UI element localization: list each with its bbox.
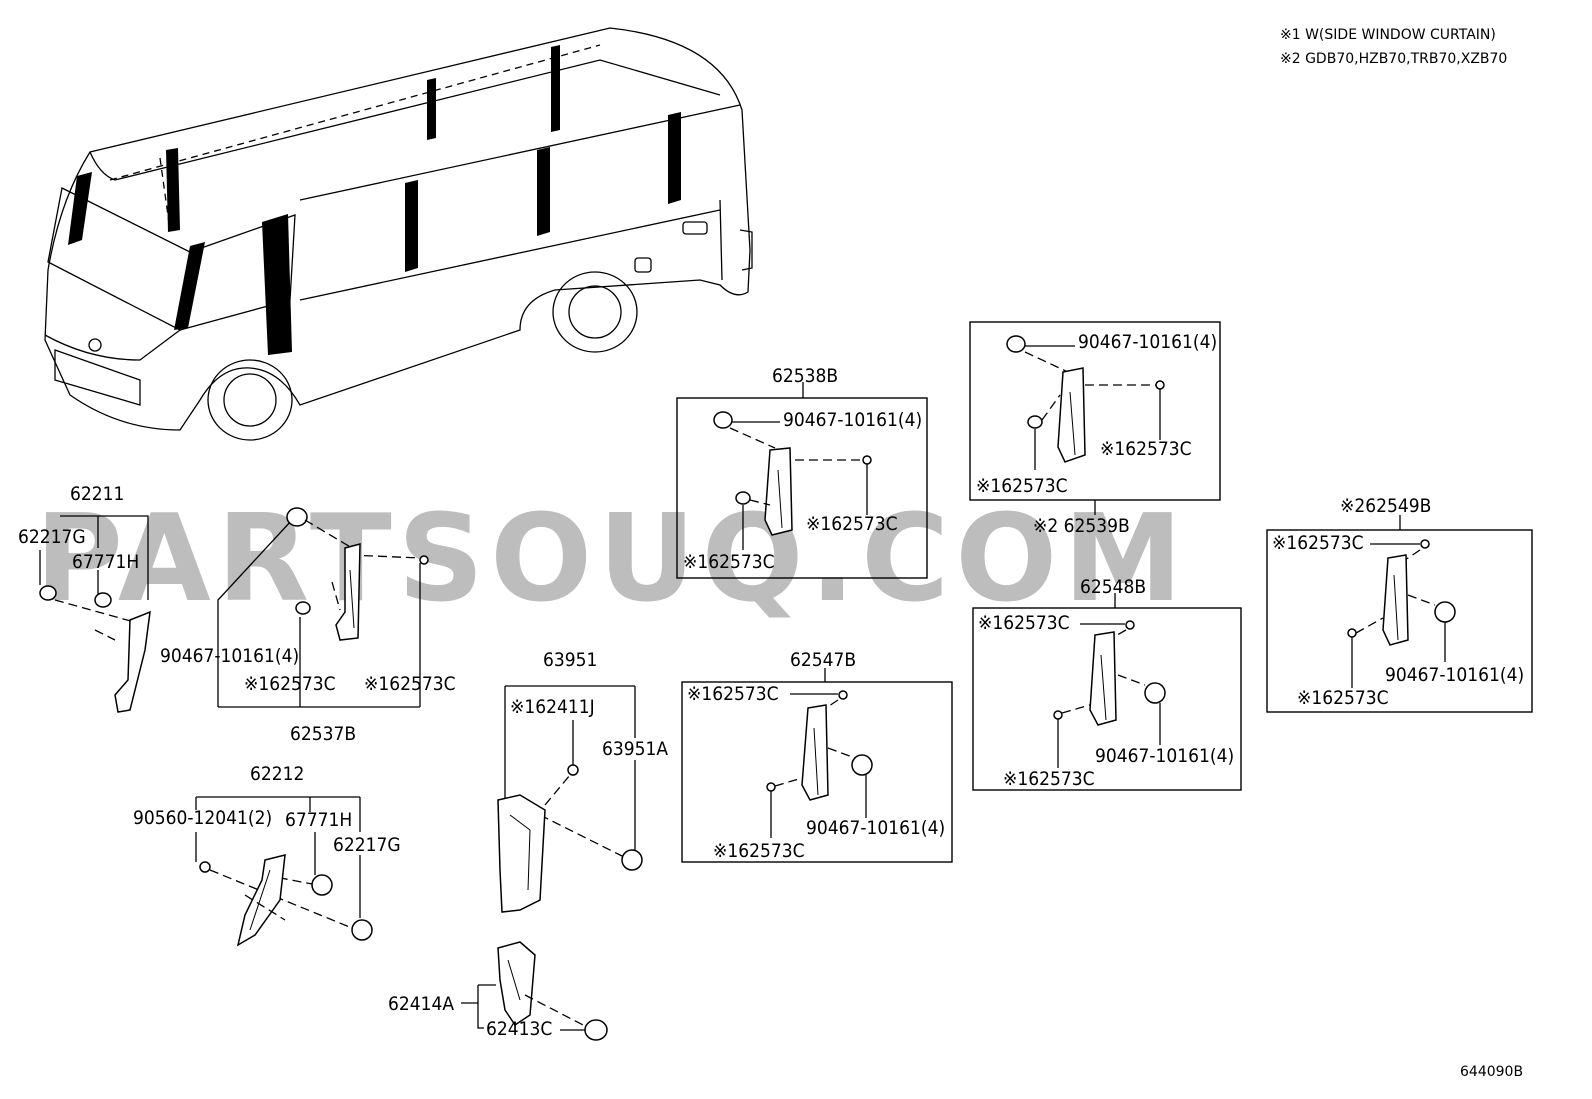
label-62573c-e: ※162573C	[1100, 438, 1192, 460]
label-62217g-a: 62217G	[18, 526, 86, 548]
label-62573c-d: ※162573C	[683, 551, 775, 573]
label-63951a: 63951A	[602, 738, 668, 760]
label-62411j: ※162411J	[510, 696, 595, 718]
label-67771h-a: 67771H	[72, 551, 139, 573]
label-62548b: 62548B	[1080, 576, 1146, 598]
label-62211: 62211	[70, 483, 124, 505]
label-90467-b: 90467-10161(4)	[783, 409, 922, 431]
box-62548b	[972, 607, 1242, 791]
label-62573c-l: ※162573C	[713, 840, 805, 862]
group-62539b-parts	[1006, 335, 1165, 470]
label-62573c-f: ※162573C	[976, 475, 1068, 497]
label-62413c: 62413C	[486, 1018, 552, 1040]
label-90467-f: 90467-10161(4)	[806, 817, 945, 839]
label-62537b: 62537B	[290, 723, 356, 745]
label-90467-e: 90467-10161(4)	[1095, 745, 1234, 767]
label-62573c-c: ※162573C	[806, 513, 898, 535]
diagram-code: 644090B	[1460, 1064, 1523, 1080]
group-62212	[195, 796, 373, 947]
note-1: ※1 W(SIDE WINDOW CURTAIN)	[1280, 27, 1496, 43]
label-62549b: ※262549B	[1340, 495, 1431, 517]
label-62573c-i: ※162573C	[978, 612, 1070, 634]
label-62212: 62212	[250, 763, 304, 785]
label-62573c-g: ※162573C	[1272, 532, 1364, 554]
label-62573c-h: ※162573C	[1297, 687, 1389, 709]
label-62573c-k: ※162573C	[687, 683, 779, 705]
label-62547b: 62547B	[790, 649, 856, 671]
group-63951	[497, 685, 643, 913]
label-62539b: ※2 62539B	[1033, 515, 1130, 537]
label-62573c-j: ※162573C	[1003, 768, 1095, 790]
label-62538b: 62538B	[772, 365, 838, 387]
label-67771h-b: 67771H	[285, 809, 352, 831]
group-62211	[39, 515, 151, 713]
group-62548b-parts	[1053, 620, 1166, 768]
label-90467-c: 90467-10161(4)	[1078, 331, 1217, 353]
group-62538b-parts	[713, 411, 872, 550]
label-90467-a: 90467-10161(4)	[160, 645, 299, 667]
box-62547b	[681, 681, 953, 863]
label-62414a: 62414A	[388, 993, 454, 1015]
group-62547b-parts	[766, 690, 873, 838]
label-62573c-b: ※162573C	[364, 673, 456, 695]
group-62537b	[217, 507, 429, 708]
bus-illustration	[44, 27, 753, 441]
group-62549b-parts	[1347, 539, 1456, 688]
watermark: PARTSOUQ.COM	[35, 490, 1189, 629]
label-90560: 90560-12041(2)	[133, 807, 272, 829]
box-62538b	[676, 397, 928, 579]
label-90467-d: 90467-10161(4)	[1385, 664, 1524, 686]
group-62414a	[461, 941, 608, 1041]
note-2: ※2 GDB70,HZB70,TRB70,XZB70	[1280, 51, 1507, 67]
label-63951: 63951	[543, 649, 597, 671]
label-62573c-a: ※162573C	[244, 673, 336, 695]
label-62217g-b: 62217G	[333, 834, 401, 856]
